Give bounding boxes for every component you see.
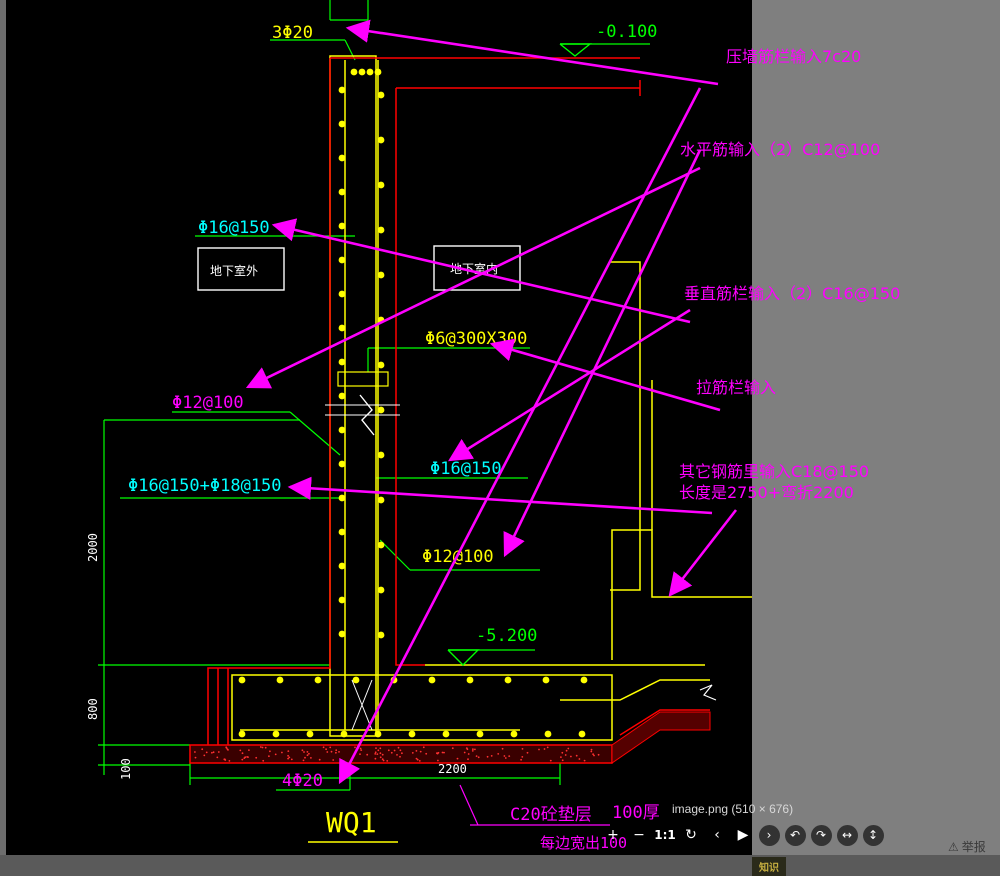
refresh-button[interactable]: ↻ (678, 822, 704, 848)
label-outer-vertical: Φ16@150 (198, 218, 270, 238)
minus-icon: − (633, 827, 645, 843)
plus-icon: + (607, 827, 619, 843)
flip-vertical-button[interactable]: ↕ (860, 822, 886, 848)
label-vertical-inner: Φ16@150 (430, 459, 502, 479)
rotate-left-icon: ↶ (784, 824, 806, 846)
play-icon: ▶ (737, 827, 749, 843)
left-edge (0, 0, 6, 876)
cushion-thickness-text: 100厚 (612, 803, 660, 823)
rotate-right-icon: ↷ (810, 824, 832, 846)
room-outside: 地下室外 (210, 263, 258, 278)
viewer-toolbar: + − 1:1 ↻ ‹ ▶ › ↶ ↷ ↔ ↕ (600, 822, 886, 848)
slope-hatch (611, 711, 711, 764)
flip-horizontal-icon: ↔ (836, 824, 858, 846)
play-button[interactable]: ▶ (730, 822, 756, 848)
room-box-outside (197, 247, 285, 291)
warning-icon: ⚠ (948, 839, 959, 854)
label-elevation-top: -0.100 (596, 22, 657, 42)
rotate-left-button[interactable]: ↶ (782, 822, 808, 848)
zoom-out-button[interactable]: − (626, 822, 652, 848)
rotate-right-button[interactable]: ↷ (808, 822, 834, 848)
bottom-band (0, 855, 1000, 876)
annotation-arrows (245, 19, 738, 785)
dim-wall-height: 2000 (86, 533, 100, 562)
formwork-lines (207, 57, 710, 745)
prev-button[interactable]: ‹ (704, 822, 730, 848)
cushion-layer (189, 744, 613, 764)
chevron-right-icon: › (758, 824, 780, 846)
report-link[interactable]: ⚠ 举报 (948, 839, 986, 855)
dim-base-width: 2200 (438, 762, 467, 776)
refresh-icon: ↻ (685, 827, 697, 843)
label-top-bars: 3Φ20 (272, 23, 313, 43)
flip-horizontal-button[interactable]: ↔ (834, 822, 860, 848)
label-vertical-combo: Φ16@150+Φ18@150 (128, 476, 282, 496)
dim-cushion: 100 (119, 758, 133, 780)
actual-size-button[interactable]: 1:1 (654, 828, 676, 842)
cushion-extend-text: 每边宽出100 (540, 834, 627, 852)
cushion-layer-text: C20砼垫层 (510, 805, 592, 825)
dimension-lines (98, 0, 561, 791)
watermark-logo: 知识 (752, 857, 786, 876)
label-tie: Φ6@300X300 (425, 329, 527, 349)
label-bottom-bars: 4Φ20 (282, 771, 323, 791)
room-box-inside (433, 245, 521, 291)
cushion-hatch (194, 746, 600, 762)
label-horizontal-outer: Φ12@100 (172, 393, 244, 413)
chevron-left-icon: ‹ (714, 827, 720, 843)
dim-base-thickness: 800 (86, 698, 100, 720)
rebar-dots (238, 68, 588, 738)
next-button[interactable]: › (756, 822, 782, 848)
flip-vertical-icon: ↕ (862, 824, 884, 846)
section-drawing: 3Φ20 -0.100 Φ16@150 地下室外 地下室内 Φ6@300X300… (86, 0, 752, 852)
cad-drawing: 3Φ20 -0.100 Φ16@150 地下室外 地下室内 Φ6@300X300… (0, 0, 752, 855)
zoom-in-button[interactable]: + (600, 822, 626, 848)
image-caption: image.png (510 × 676) (672, 802, 794, 816)
drawing-title: WQ1 (326, 806, 377, 839)
label-elevation-bottom: -5.200 (476, 626, 537, 646)
